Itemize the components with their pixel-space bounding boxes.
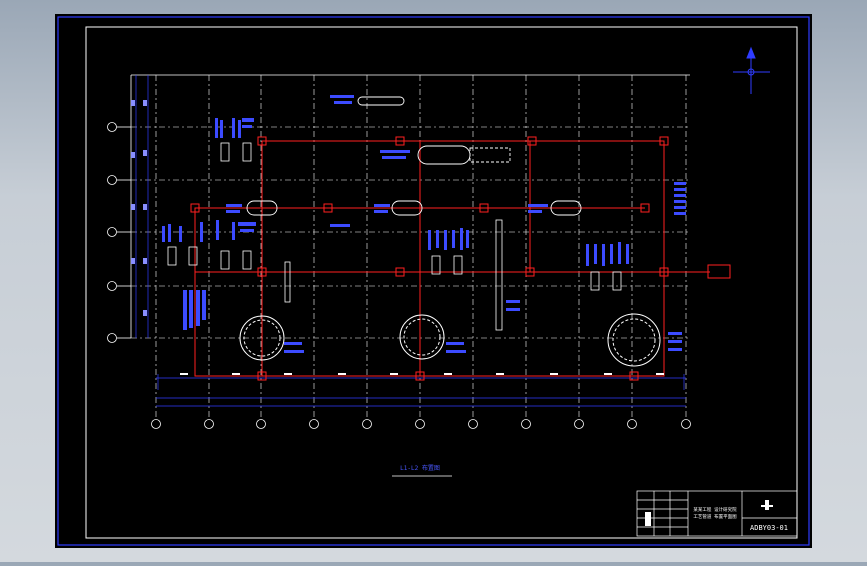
grid-bubble: [362, 419, 372, 429]
grid-bubbles-rows: [107, 122, 131, 343]
pipe-fitting: [257, 136, 267, 146]
sheet-outer-border: [57, 16, 810, 546]
pump: [242, 250, 252, 270]
grid-bubble: [107, 227, 117, 237]
pipe-fitting: [190, 203, 200, 213]
grid-bubble: [107, 281, 117, 291]
pipe-fitting: [395, 136, 405, 146]
storage-tanks: [239, 313, 661, 367]
pipe-fitting: [527, 136, 537, 146]
structural-grid: [131, 75, 690, 418]
grid-bubble: [204, 419, 214, 429]
pump-units: [167, 142, 622, 331]
pump: [431, 255, 441, 275]
pump: [167, 246, 177, 266]
pipe-fittings: [190, 136, 731, 381]
pump: [453, 255, 463, 275]
pipe-fitting: [479, 203, 489, 213]
pump: [188, 246, 198, 266]
pipe-fitting: [395, 267, 405, 277]
dimension-lines: [135, 75, 686, 407]
grid-bubble: [415, 419, 425, 429]
vessel: [391, 200, 423, 216]
pump: [220, 142, 230, 162]
pump: [220, 250, 230, 270]
tank-2: [399, 314, 445, 360]
title-block-line-1: 某某工程 设计研究院: [693, 506, 737, 513]
vertical-column: [495, 219, 503, 331]
tank-3: [607, 313, 661, 367]
pump: [242, 142, 252, 162]
pump: [612, 271, 622, 291]
drawing-caption: L1-L2 布置图: [400, 464, 440, 472]
pipe-fitting: [323, 203, 333, 213]
grid-bubble: [256, 419, 266, 429]
tank-1: [239, 315, 285, 361]
grid-bubble: [574, 419, 584, 429]
grid-bubble: [627, 419, 637, 429]
title-block[interactable]: [636, 490, 798, 537]
grid-bubble: [309, 419, 319, 429]
grid-bubble: [681, 419, 691, 429]
grid-bubble: [107, 333, 117, 343]
pipe-fitting: [525, 267, 535, 277]
pump: [590, 271, 600, 291]
pipe-fitting: [257, 267, 267, 277]
grid-bubble: [521, 419, 531, 429]
vessel: [246, 200, 278, 216]
pipe-fitting: [640, 203, 650, 213]
pipe-fitting: [257, 371, 267, 381]
drawing-number: ADBY03-01: [750, 524, 788, 532]
grid-bubble: [107, 122, 117, 132]
vertical-column: [284, 261, 291, 303]
pipe-fitting: [659, 136, 669, 146]
drawing-frame: [85, 26, 798, 539]
pipe-fitting: [659, 267, 669, 277]
north-arrow-icon: [733, 46, 770, 94]
vessel: [550, 200, 582, 216]
pipe-fitting: [415, 371, 425, 381]
vessel: [357, 96, 405, 106]
horizontal-vessels: [246, 96, 582, 216]
title-block-line-2: 工艺管道 布置平面图: [693, 513, 737, 520]
pipe-outlet-tag: [707, 264, 731, 279]
grid-bubble: [151, 419, 161, 429]
piping-network: [194, 140, 710, 377]
annotation-tags: [162, 95, 686, 353]
title-block-logo-icon: [761, 500, 773, 510]
bottom-dimension-labels: [180, 373, 664, 375]
grid-bubble: [468, 419, 478, 429]
grid-bubble: [107, 175, 117, 185]
pipe-fitting: [629, 371, 639, 381]
dimension-text: [131, 100, 147, 316]
grid-bubbles-columns: [151, 419, 691, 429]
